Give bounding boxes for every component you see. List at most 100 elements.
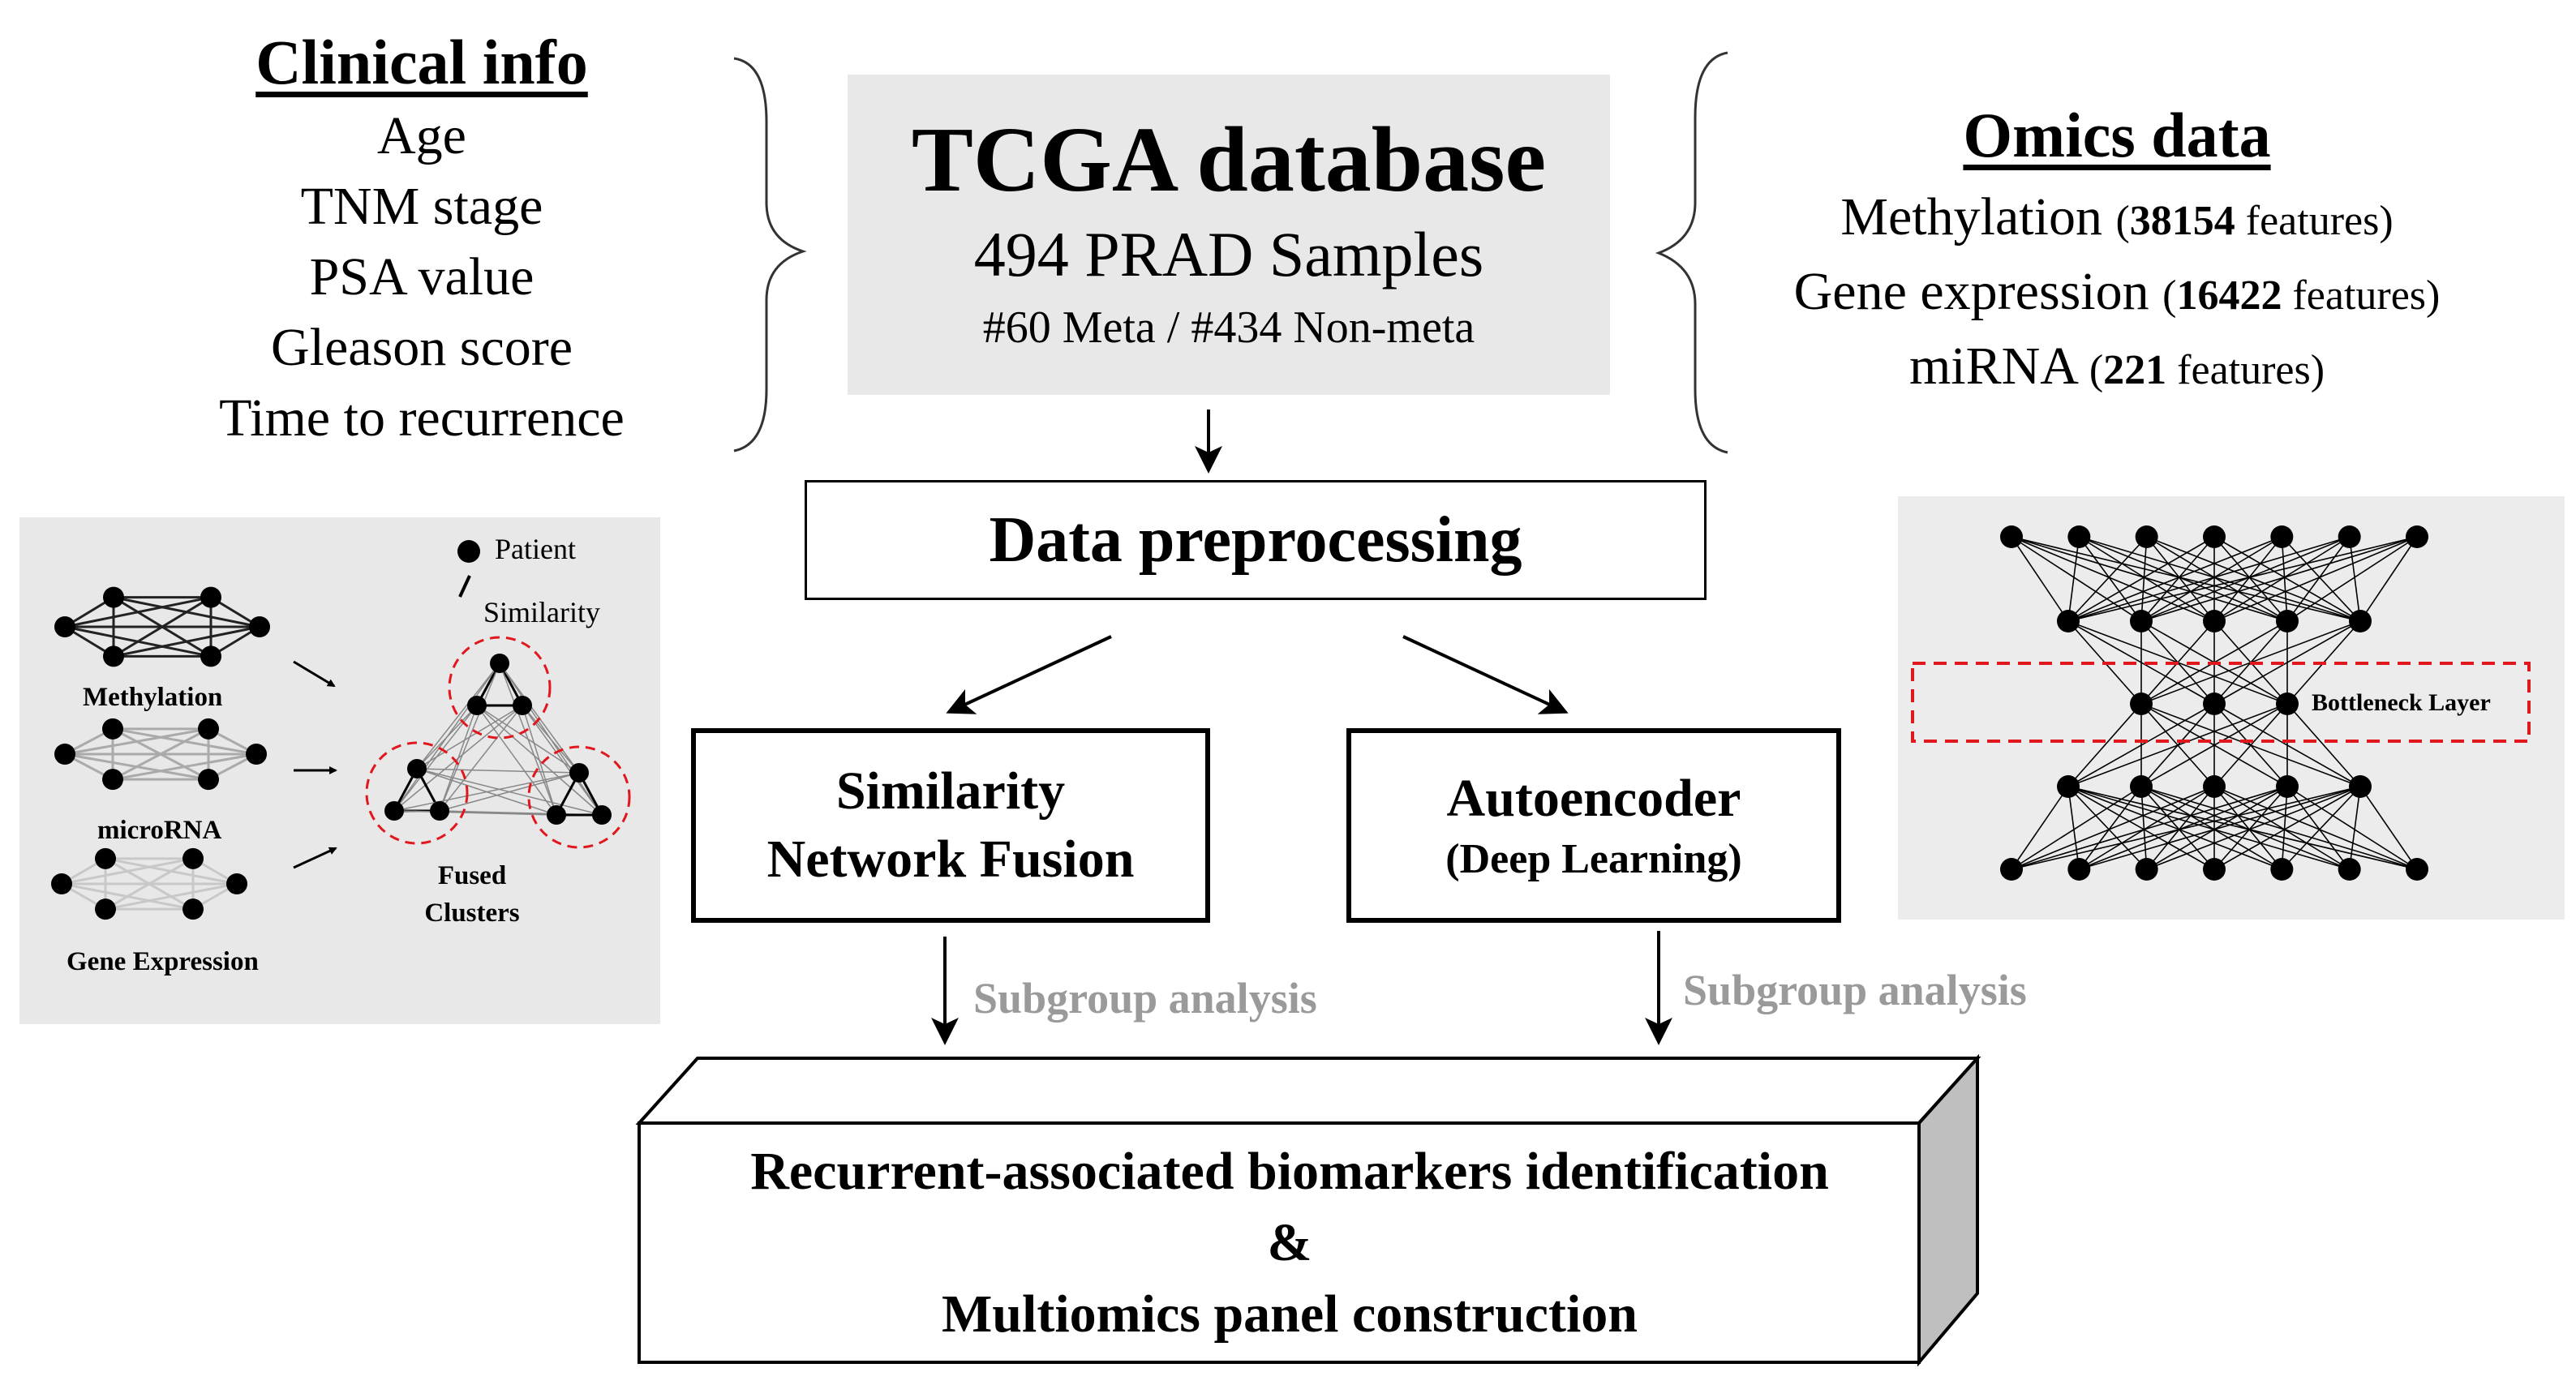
- ae-edge: [2146, 786, 2215, 870]
- ae-neuron: [2130, 692, 2153, 715]
- patient-node: [102, 769, 123, 791]
- fused-patient-node: [384, 801, 404, 821]
- omics-row-mirna: miRNA (221 features): [1671, 331, 2563, 405]
- fused-patient-node: [490, 654, 509, 673]
- ae-edge: [2067, 536, 2148, 622]
- fused-edge: [522, 705, 557, 816]
- ae-neuron: [2130, 775, 2153, 798]
- ae-edge: [2146, 536, 2361, 622]
- subgroup-label-right: Subgroup analysis: [1683, 966, 2027, 1014]
- ae-edge: [2213, 786, 2282, 870]
- cluster-ring: [448, 636, 552, 740]
- snf-box: Similarity Network Fusion: [691, 728, 1210, 923]
- autoencoder-line2: (Deep Learning): [1445, 836, 1742, 882]
- patient-node: [103, 645, 124, 667]
- ae-neuron: [2349, 775, 2372, 798]
- fused-edge: [476, 705, 580, 774]
- clinical-item-tnm: TNM stage: [300, 176, 543, 236]
- fused-edge: [522, 705, 580, 774]
- ae-edge: [2067, 786, 2350, 870]
- ae-edge: [2213, 536, 2288, 622]
- final-line2: &: [1267, 1213, 1312, 1272]
- left-brace: [733, 57, 807, 452]
- autoencoder-box: Autoencoder (Deep Learning): [1346, 728, 1841, 923]
- similarity-edge: [112, 727, 209, 781]
- ae-edge: [2281, 786, 2361, 870]
- patient-node: [103, 586, 124, 608]
- tcga-database-box: TCGA database 494 PRAD Samples #60 Meta …: [848, 75, 1610, 395]
- autoencoder-edges: [2011, 536, 2418, 870]
- ae-neuron: [2067, 525, 2091, 548]
- omics-row-methylation: Methylation (38154 features): [1671, 182, 2563, 256]
- ae-edge: [2140, 786, 2350, 870]
- ae-edge: [2286, 536, 2351, 622]
- ae-edge: [2213, 786, 2361, 870]
- subgroup-label-left: Subgroup analysis: [973, 974, 1317, 1023]
- omics-name: miRNA: [1908, 336, 2076, 396]
- omics-open: (: [2162, 272, 2177, 319]
- ae-neuron: [2270, 525, 2294, 548]
- fused-edge: [476, 705, 557, 816]
- ae-edge: [2011, 786, 2361, 870]
- omics-networks: [51, 586, 270, 920]
- ae-neuron: [2406, 858, 2428, 881]
- ae-edge: [2286, 536, 2418, 622]
- final-line1: Recurrent-associated biomarkers identifi…: [750, 1142, 1829, 1201]
- omics-open: (: [2115, 197, 2130, 244]
- ae-edge: [2067, 786, 2282, 870]
- ae-edge: [2146, 536, 2288, 622]
- ae-edge: [2359, 536, 2418, 622]
- data-preprocessing-box: Data preprocessing: [805, 480, 1707, 600]
- legend-similarity-label: Similarity: [483, 596, 600, 628]
- similarity-edge: [113, 596, 212, 658]
- ae-neuron: [2276, 692, 2299, 715]
- fused-edge: [416, 662, 500, 770]
- ae-edge: [2078, 786, 2215, 870]
- ae-edge: [2067, 703, 2215, 787]
- ae-edge: [2281, 536, 2361, 622]
- ae-neuron: [2349, 610, 2372, 632]
- patient-node: [51, 873, 72, 894]
- fused-patient-node: [430, 801, 449, 821]
- ae-edge: [2067, 536, 2080, 622]
- snf-line1: Similarity: [835, 761, 1066, 821]
- clinical-info-block: Clinical info Age TNM stage PSA value Gl…: [154, 24, 689, 453]
- arrow-prep-to-snf: [946, 635, 1112, 714]
- methylation-network: [54, 586, 270, 667]
- ae-edge: [2140, 536, 2418, 622]
- gene-expression-network: [51, 847, 247, 920]
- ae-neuron: [2000, 525, 2023, 548]
- tcga-title: TCGA database: [911, 108, 1547, 211]
- cluster-ring: [527, 745, 631, 849]
- fused-patient-node: [513, 696, 532, 715]
- clinical-item-psa: PSA value: [309, 247, 535, 307]
- ae-edge: [2011, 786, 2215, 870]
- similarity-edge: [113, 625, 260, 658]
- ae-edge: [2348, 786, 2361, 870]
- ae-neuron: [2276, 775, 2299, 798]
- fused-patient-node: [467, 696, 487, 715]
- omics-name: Methylation: [1840, 187, 2102, 247]
- snf-line2: Network Fusion: [766, 830, 1135, 889]
- ae-edge: [2011, 786, 2288, 870]
- final-box-text: Recurrent-associated biomarkers identifi…: [641, 1126, 1938, 1361]
- legend-patient-label: Patient: [495, 533, 576, 565]
- right-brace: [1655, 51, 1728, 454]
- fused-edge: [439, 705, 523, 812]
- fused-network: [365, 636, 631, 849]
- ae-edge: [2146, 786, 2288, 870]
- ae-edge: [2011, 536, 2069, 622]
- similarity-edge: [105, 882, 238, 911]
- patient-node: [200, 586, 221, 608]
- ae-edge: [2011, 536, 2288, 622]
- ae-edge: [2140, 786, 2215, 870]
- ae-neuron: [2135, 525, 2158, 548]
- fused-label-2: Clusters: [424, 898, 520, 928]
- similarity-edge: [112, 753, 257, 781]
- ae-edge: [2213, 536, 2351, 622]
- patient-node: [54, 616, 75, 637]
- ae-edge: [2140, 536, 2282, 622]
- ae-edge: [2067, 786, 2080, 870]
- ae-edge: [2213, 536, 2282, 622]
